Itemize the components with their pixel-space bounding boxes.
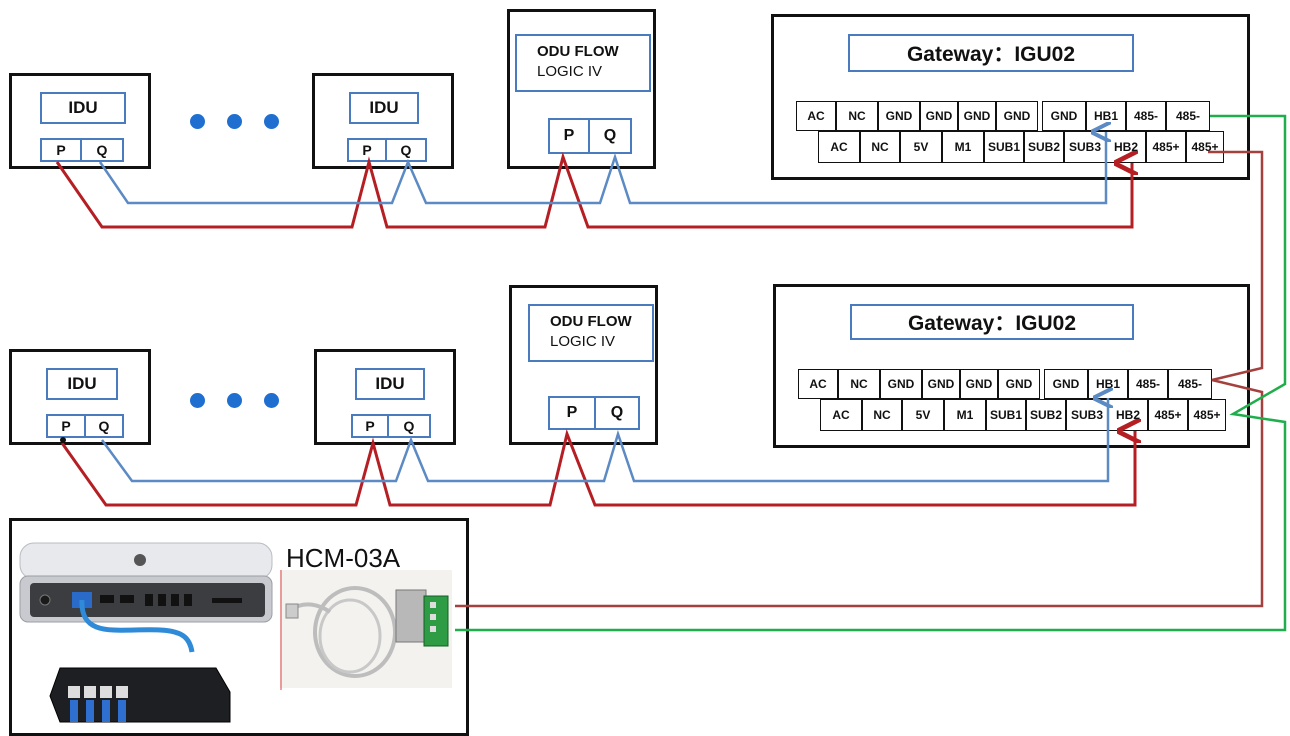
- gw1-bot-1: NC: [860, 131, 900, 163]
- odu-unit-2: ODU FLOW LOGIC IV P Q: [509, 285, 658, 445]
- idu-unit-2b: IDU P Q: [314, 349, 456, 445]
- q-bus-wire-1: [98, 132, 1106, 205]
- gw2-top-1: NC: [838, 369, 880, 399]
- mini-pc-image: [19, 542, 273, 623]
- gw2-top-9: 485-: [1168, 369, 1212, 399]
- q-bus-wire-2: [100, 398, 1108, 483]
- idu-unit-1b: IDU P Q: [312, 73, 454, 169]
- gw2-top-5: GND: [998, 369, 1040, 399]
- rs485-a-wire: [455, 150, 1264, 608]
- odu-line1: ODU FLOW: [537, 43, 619, 60]
- network-switch-image: [49, 667, 231, 723]
- gw2-bot-8: 485+: [1148, 399, 1188, 431]
- gw2-top-3: GND: [922, 369, 960, 399]
- gw2-top-8: 485-: [1128, 369, 1168, 399]
- gw2-top-6: GND: [1044, 369, 1088, 399]
- terminal-q: Q: [385, 138, 427, 162]
- gw1-top-9: 485-: [1166, 101, 1210, 131]
- terminal-q: Q: [387, 414, 431, 438]
- connection-dot: [60, 437, 66, 443]
- usb-rs485-cable-image: [280, 570, 452, 690]
- rs485-b-wire: [455, 114, 1287, 632]
- idu-unit-2a: IDU P Q: [9, 349, 151, 445]
- gw2-top-0: AC: [798, 369, 838, 399]
- p-bus-wire-1: [55, 157, 1132, 229]
- odu-line1: ODU FLOW: [550, 313, 632, 330]
- p-bus-wire-2: [60, 431, 1135, 507]
- ellipsis-icon: [190, 393, 279, 408]
- gw2-bot-1: NC: [862, 399, 902, 431]
- odu-line2: LOGIC IV: [550, 333, 616, 350]
- odu-line2: LOGIC IV: [537, 63, 603, 80]
- odu-unit-1: ODU FLOW LOGIC IV P Q: [507, 9, 656, 169]
- gw1-top-3: GND: [920, 101, 958, 131]
- gw1-top-8: 485-: [1126, 101, 1166, 131]
- gw1-bot-0: AC: [818, 131, 860, 163]
- gw2-top-4: GND: [960, 369, 998, 399]
- idu-unit-1a: IDU P Q: [9, 73, 151, 169]
- terminal-q: Q: [84, 414, 124, 438]
- gw2-bot-3: M1: [944, 399, 986, 431]
- hcm-label: HCM-03A: [286, 543, 401, 573]
- gw1-bot-5: SUB2: [1024, 131, 1064, 163]
- terminal-q: Q: [80, 138, 124, 162]
- gw1-top-0: AC: [796, 101, 836, 131]
- gw1-top-6: GND: [1042, 101, 1086, 131]
- gateway-unit-1: Gateway：IGU02 AC NC GND GND GND GND GND …: [771, 14, 1250, 180]
- gw1-bot-9: 485+: [1186, 131, 1224, 163]
- idu-label: IDU: [349, 92, 419, 124]
- gateway-title: Gateway：IGU02: [848, 34, 1134, 72]
- gw2-top-2: GND: [880, 369, 922, 399]
- network-cable: [79, 599, 195, 653]
- gateway-unit-2: Gateway：IGU02 AC NC GND GND GND GND GND …: [773, 284, 1250, 448]
- odu-label: ODU FLOW LOGIC IV: [528, 304, 654, 362]
- gw2-bot-4: SUB1: [986, 399, 1026, 431]
- idu-label: IDU: [355, 368, 425, 400]
- idu-label: IDU: [40, 92, 126, 124]
- gw2-bot-9: 485+: [1188, 399, 1226, 431]
- gw1-top-4: GND: [958, 101, 996, 131]
- gw1-bot-3: M1: [942, 131, 984, 163]
- gw1-top-1: NC: [836, 101, 878, 131]
- ellipsis-icon: [190, 114, 279, 129]
- gw2-bot-2: 5V: [902, 399, 944, 431]
- odu-label: ODU FLOW LOGIC IV: [515, 34, 651, 92]
- gw2-bot-0: AC: [820, 399, 862, 431]
- terminal-q: Q: [594, 396, 640, 430]
- gw1-bot-8: 485+: [1146, 131, 1186, 163]
- gw1-bot-2: 5V: [900, 131, 942, 163]
- idu-label: IDU: [46, 368, 118, 400]
- gw1-top-2: GND: [878, 101, 920, 131]
- gw2-bot-5: SUB2: [1026, 399, 1066, 431]
- terminal-p: P: [347, 138, 387, 162]
- gateway-title: Gateway：IGU02: [850, 304, 1134, 340]
- gw1-top-5: GND: [996, 101, 1038, 131]
- gw1-bot-4: SUB1: [984, 131, 1024, 163]
- terminal-q: Q: [588, 118, 632, 154]
- gw2-bot-6: SUB3: [1066, 399, 1108, 431]
